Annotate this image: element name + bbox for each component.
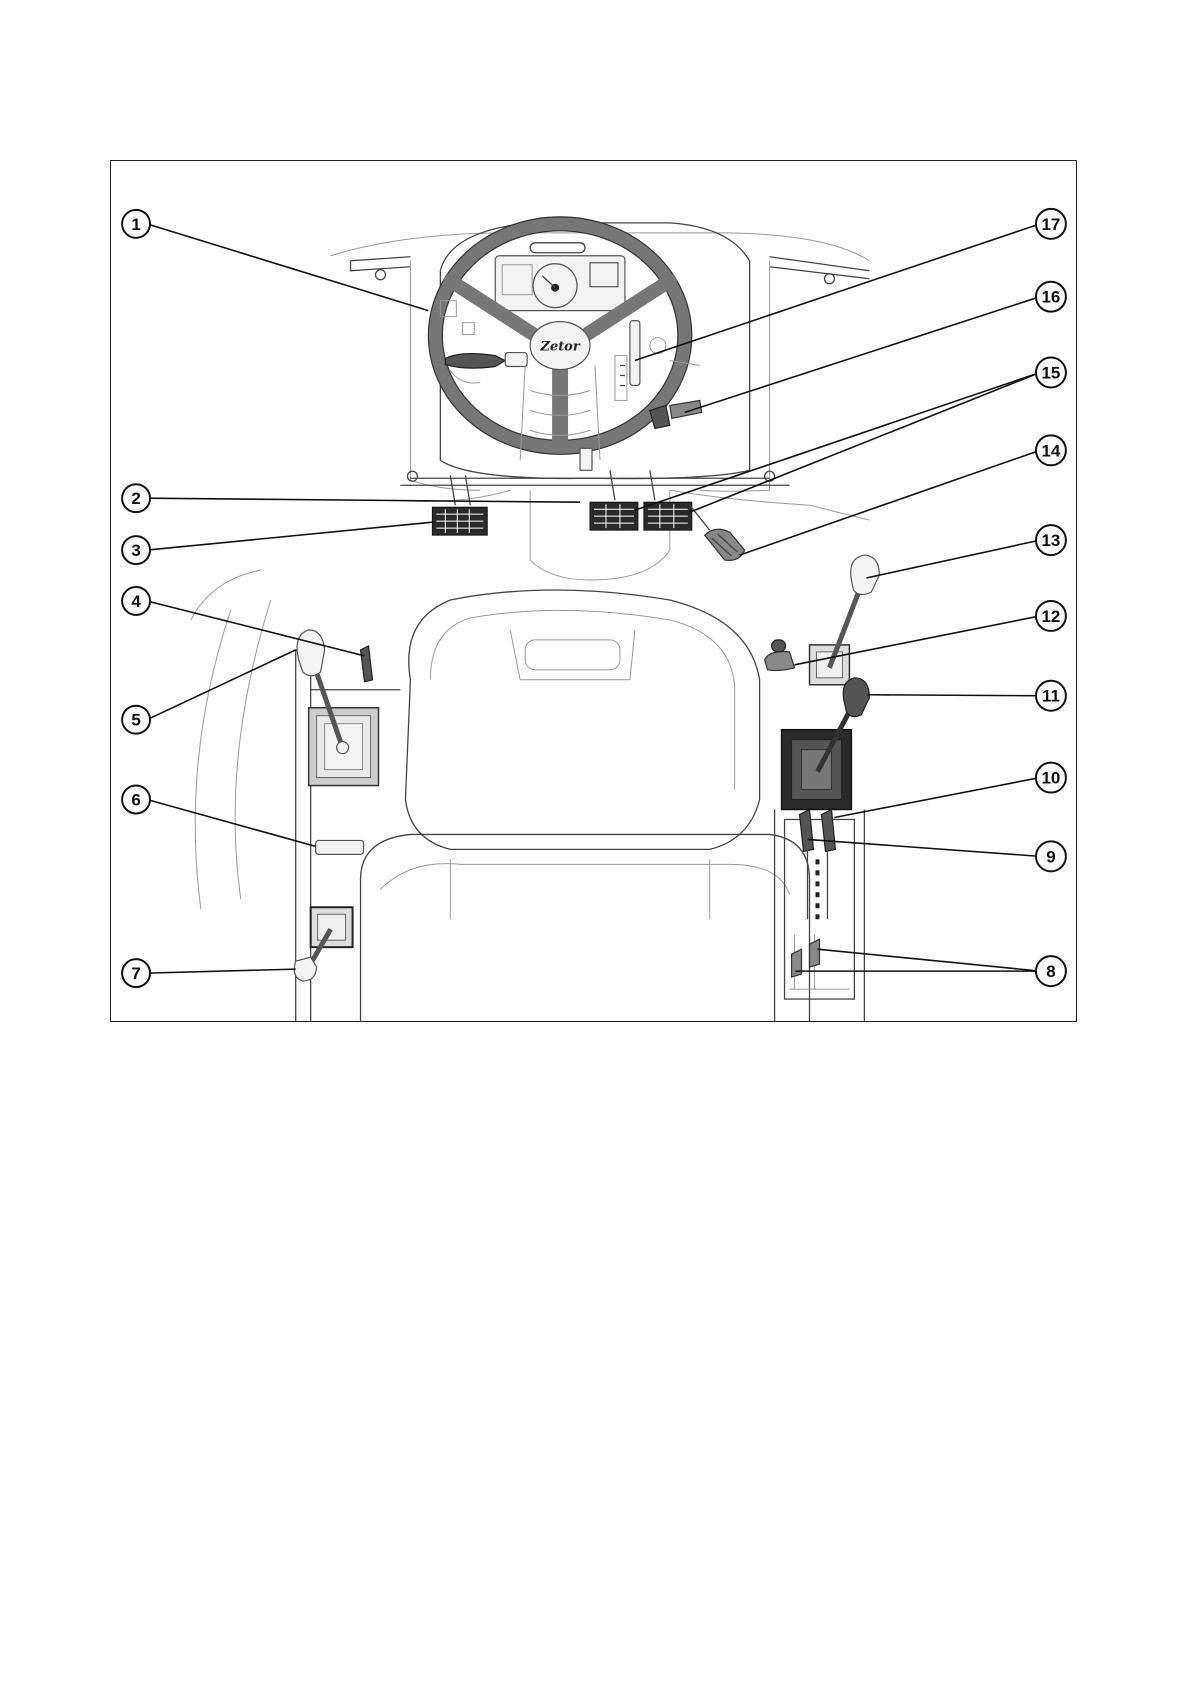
- callout-15: 15: [1036, 358, 1066, 388]
- svg-text:7: 7: [131, 964, 140, 983]
- svg-text:13: 13: [1042, 531, 1061, 550]
- operator-seat: [361, 590, 810, 1021]
- svg-text:4: 4: [131, 592, 141, 611]
- reverser-lever: [440, 301, 527, 383]
- callout-9: 9: [1036, 841, 1066, 871]
- brake-pedals: [590, 470, 692, 530]
- callout-5: 5: [122, 706, 150, 734]
- svg-text:12: 12: [1042, 607, 1061, 626]
- callout-6: 6: [122, 786, 150, 814]
- callout-12: 12: [1036, 601, 1066, 631]
- callout-10: 10: [1036, 763, 1066, 793]
- callout-2: 2: [122, 484, 150, 512]
- svg-text:17: 17: [1042, 215, 1061, 234]
- callout-4: 4: [122, 587, 150, 615]
- instrument-cluster: [495, 243, 625, 311]
- zetor-logo: Zetor: [539, 340, 580, 355]
- svg-text:9: 9: [1046, 847, 1055, 866]
- svg-text:1: 1: [131, 215, 140, 234]
- svg-text:10: 10: [1042, 769, 1061, 788]
- svg-text:14: 14: [1042, 441, 1061, 460]
- svg-text:16: 16: [1042, 288, 1061, 307]
- clutch-pedal: [432, 475, 487, 535]
- accelerator-pedal: [690, 505, 745, 560]
- svg-text:15: 15: [1042, 363, 1061, 382]
- callout-7: 7: [122, 959, 150, 987]
- callout-8: 8: [1036, 956, 1066, 986]
- callout-11: 11: [1036, 681, 1066, 711]
- callout-16: 16: [1036, 282, 1066, 312]
- svg-text:3: 3: [131, 541, 140, 560]
- svg-text:6: 6: [131, 791, 140, 810]
- cab-drawing: Zetor: [111, 161, 1076, 1021]
- callout-17: 17: [1036, 209, 1066, 239]
- callout-13: 13: [1036, 525, 1066, 555]
- tractor-cab-controls-figure: Zetor: [110, 160, 1077, 1022]
- callout-1: 1: [122, 210, 150, 238]
- svg-text:5: 5: [131, 711, 140, 730]
- svg-text:11: 11: [1042, 687, 1060, 706]
- svg-text:2: 2: [131, 489, 140, 508]
- svg-text:8: 8: [1046, 962, 1055, 981]
- callout-3: 3: [122, 536, 150, 564]
- right-console: [765, 555, 880, 1021]
- callout-14: 14: [1036, 435, 1066, 465]
